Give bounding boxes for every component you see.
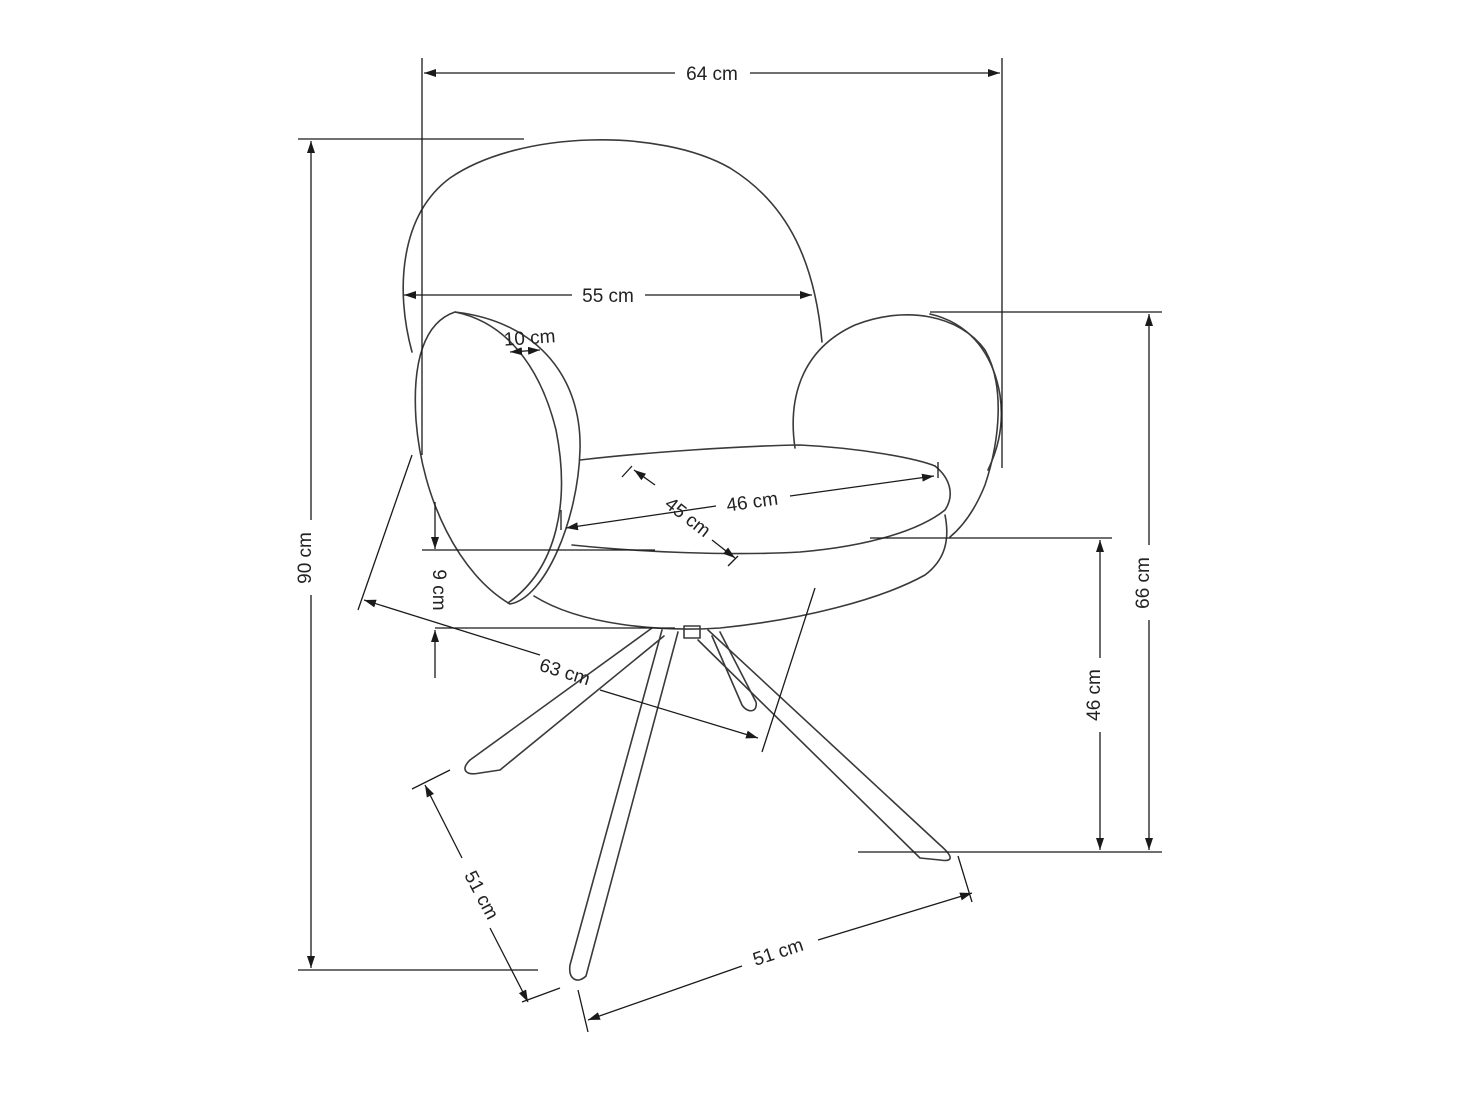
leg-back	[711, 631, 758, 712]
label-base-width: 51 cm	[750, 935, 806, 971]
seat-bottom	[533, 514, 948, 630]
label-seat-height: 46 cm	[1084, 669, 1105, 721]
leg-front	[568, 629, 679, 981]
seat-top-back	[579, 444, 936, 467]
label-overall-depth: 63 cm	[537, 655, 593, 690]
label-overall-width: 64 cm	[686, 64, 738, 85]
label-armrest-height: 66 cm	[1133, 557, 1154, 609]
label-overall-height: 90 cm	[295, 532, 316, 584]
seat-top-front	[571, 465, 951, 555]
label-seat-depth: 45 cm	[661, 493, 715, 541]
right-armrest-outer	[792, 314, 999, 538]
label-seat-thickness: 9 cm	[428, 569, 449, 610]
label-armrest-thickness: 10 cm	[503, 326, 556, 351]
label-backrest-width: 55 cm	[582, 286, 634, 307]
leg-right	[697, 629, 951, 862]
right-armrest-side	[929, 313, 1003, 471]
dimension-labels: 64 cm 55 cm 10 cm 46 cm 45 cm 9 cm 90 cm…	[295, 64, 1154, 971]
label-seat-width: 46 cm	[725, 489, 779, 517]
label-base-depth: 51 cm	[459, 868, 502, 924]
left-armrest-inner	[454, 311, 563, 604]
left-armrest-outer	[414, 311, 581, 605]
chair-outline	[402, 139, 1003, 981]
leg-left	[464, 627, 665, 775]
dimension-lines	[298, 58, 1162, 1033]
swivel-hub	[683, 625, 701, 639]
backrest-shell	[402, 139, 823, 353]
